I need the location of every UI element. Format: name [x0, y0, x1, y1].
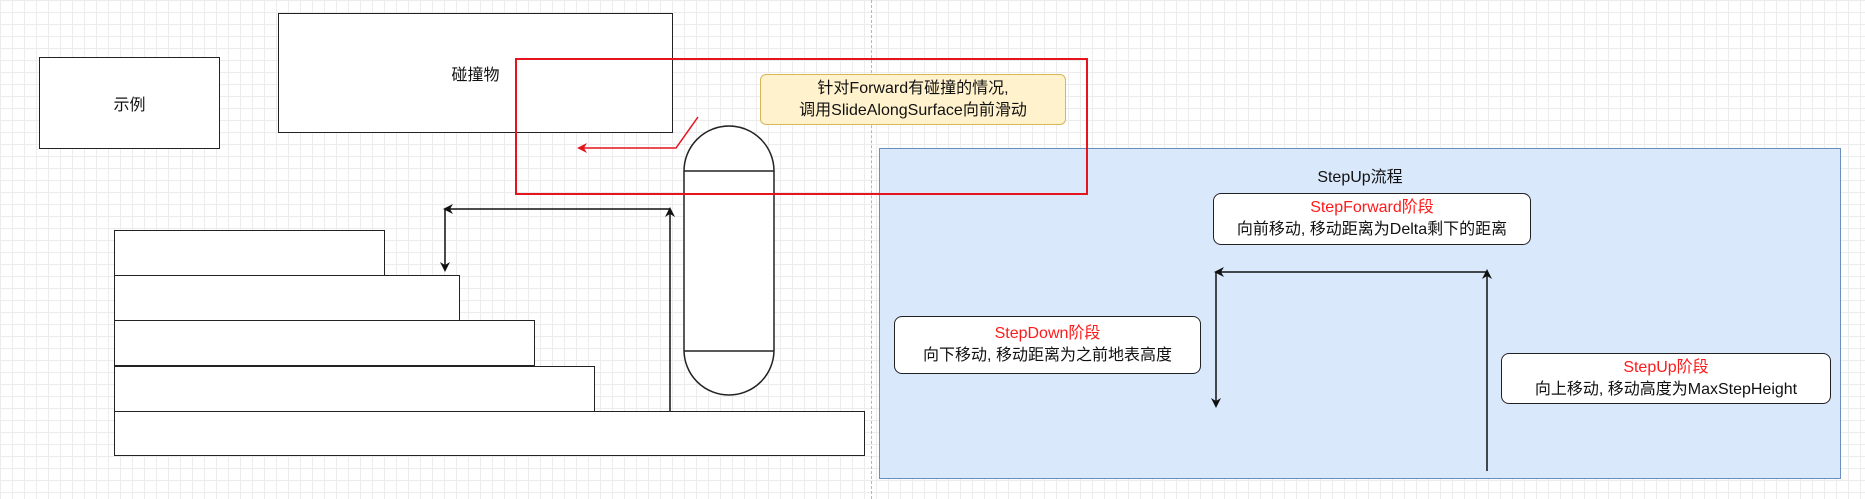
- stepup-flow-title: StepUp流程: [1317, 169, 1403, 186]
- example-label: 示例: [113, 97, 146, 114]
- example-box[interactable]: 示例: [39, 57, 220, 149]
- step-up-phase-desc: 向上移动, 移动高度为MaxStepHeight: [1534, 380, 1798, 398]
- note-line-1: 针对Forward有碰撞的情况,: [817, 79, 1009, 97]
- step-down-phase-box[interactable]: StepDown阶段 向下移动, 移动距离为之前地表高度: [894, 316, 1201, 374]
- step-forward-phase-name: StepForward阶段: [1310, 199, 1434, 216]
- stair-path-arrows: [440, 204, 675, 411]
- obstacle-box[interactable]: 碰撞物: [278, 13, 673, 133]
- step-forward-phase-box[interactable]: StepForward阶段 向前移动, 移动距离为Delta剩下的距离: [1213, 193, 1531, 245]
- step-up-phase-name: StepUp阶段: [1623, 358, 1709, 376]
- note-line-2: 调用SlideAlongSurface向前滑动: [799, 101, 1027, 119]
- obstacle-label: 碰撞物: [451, 67, 500, 84]
- step-down-phase-desc: 向下移动, 移动距离为之前地表高度: [923, 347, 1172, 364]
- stair-step-3[interactable]: [114, 320, 535, 366]
- stepup-flow-arrows: [1211, 267, 1492, 471]
- step-down-phase-name: StepDown阶段: [994, 325, 1101, 342]
- stair-step-1[interactable]: [114, 230, 385, 276]
- stair-ground[interactable]: [114, 411, 865, 456]
- step-up-phase-box[interactable]: StepUp阶段 向上移动, 移动高度为MaxStepHeight: [1501, 353, 1831, 404]
- stepup-flow-container[interactable]: StepUp流程: [879, 148, 1841, 479]
- stair-step-4[interactable]: [114, 366, 595, 412]
- step-forward-phase-desc: 向前移动, 移动距离为Delta剩下的距离: [1236, 221, 1508, 238]
- slide-along-surface-arrow: [577, 116, 699, 153]
- dashed-page-divider: [871, 0, 872, 499]
- collision-highlight-frame[interactable]: [515, 58, 1088, 195]
- forward-collision-note[interactable]: 针对Forward有碰撞的情况, 调用SlideAlongSurface向前滑动: [760, 74, 1066, 125]
- stair-step-2[interactable]: [114, 275, 460, 321]
